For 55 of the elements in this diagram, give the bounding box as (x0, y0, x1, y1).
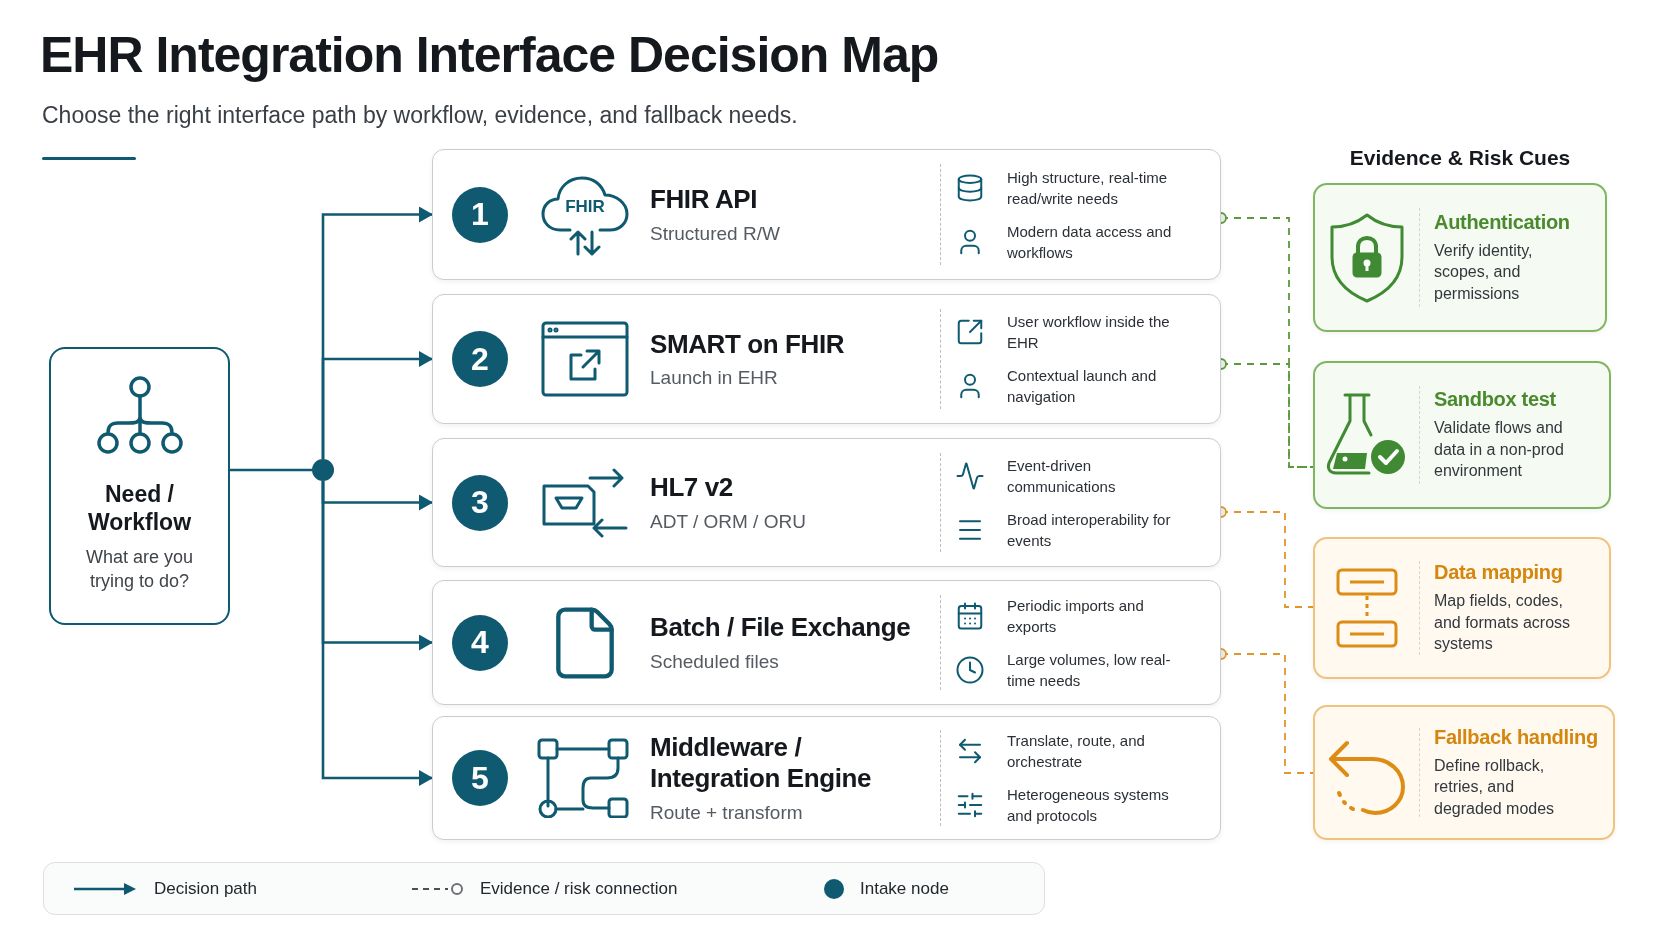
legend-text: Decision path (154, 878, 257, 899)
risk-description: Define rollback, retries, and degraded modes (1434, 755, 1556, 819)
option-card (432, 438, 1221, 567)
option-title: FHIR API (650, 184, 759, 215)
cue-text: Large volumes, low real-time needs (1007, 649, 1172, 691)
option-subtitle: Structured R/W (650, 222, 781, 245)
number-badge: 5 (452, 750, 508, 806)
option-subtitle: ADT / ORM / ORU (650, 510, 807, 533)
risk-description: Verify identity, scopes, and permissions (1434, 240, 1534, 304)
option-card (432, 580, 1221, 705)
option-subtitle: Launch in EHR (650, 367, 779, 390)
option-title: HL7 v2 (650, 472, 734, 503)
option-title: Middleware / Integration Engine (650, 732, 873, 794)
number-badge: 2 (452, 331, 508, 387)
legend-text: Intake node (860, 878, 949, 899)
cue-text: Contextual launch and navigation (1007, 366, 1158, 407)
legend-text: Evidence / risk connection (480, 878, 678, 899)
number-badge: 4 (452, 614, 508, 671)
option-card (432, 149, 1221, 280)
option-title: Batch / File Exchange (650, 612, 912, 643)
cue-text: High structure, real-time read/write needs (1007, 167, 1169, 209)
node-description: What are you trying to do? (84, 546, 195, 593)
risk-title: Data mapping (1434, 561, 1564, 585)
cue-text: Event-driven communications (1007, 455, 1117, 497)
cue-text: Translate, route, and orchestrate (1007, 731, 1146, 772)
risk-title: Fallback handling (1434, 725, 1598, 749)
risk-card (1313, 183, 1607, 332)
cue-text: Periodic imports and exports (1007, 595, 1145, 637)
intake-dot (312, 459, 334, 481)
need-card (49, 347, 230, 625)
cue-text: Modern data access and workflows (1007, 221, 1173, 263)
cue-text: Broad interoperability for events (1007, 509, 1172, 551)
node-title: Need / Workflow (86, 481, 193, 537)
icon-label: FHIR (564, 196, 606, 217)
risk-title: Authentication (1434, 210, 1571, 234)
risk-description: Validate flows and data in a non-prod environment (1434, 418, 1565, 482)
option-subtitle: Route + transform (650, 801, 804, 824)
arrow (321, 481, 433, 786)
cue-text: Heterogeneous systems and protocols (1007, 785, 1170, 826)
option-title: SMART on FHIR (650, 328, 846, 360)
option-subtitle: Scheduled files (650, 650, 780, 673)
title: EHR Integration Interface Decision Map (40, 26, 939, 84)
risk-card (1313, 537, 1611, 679)
risk-description: Map fields, codes, and formats across systems (1434, 591, 1572, 655)
option-card (432, 294, 1221, 424)
number-badge: 1 (452, 186, 508, 243)
section-heading: Evidence & Risk Cues (1348, 146, 1572, 170)
option-card (432, 716, 1221, 840)
number-badge: 3 (452, 474, 508, 531)
risk-title: Sandbox test (1434, 388, 1557, 412)
arrow (321, 351, 433, 459)
subtitle: Choose the right interface path by workflow, evidence, and fallback needs. (42, 102, 798, 129)
risk-card (1313, 705, 1615, 840)
cue-text: User workflow inside the EHR (1007, 312, 1171, 353)
risk-card (1313, 361, 1611, 509)
